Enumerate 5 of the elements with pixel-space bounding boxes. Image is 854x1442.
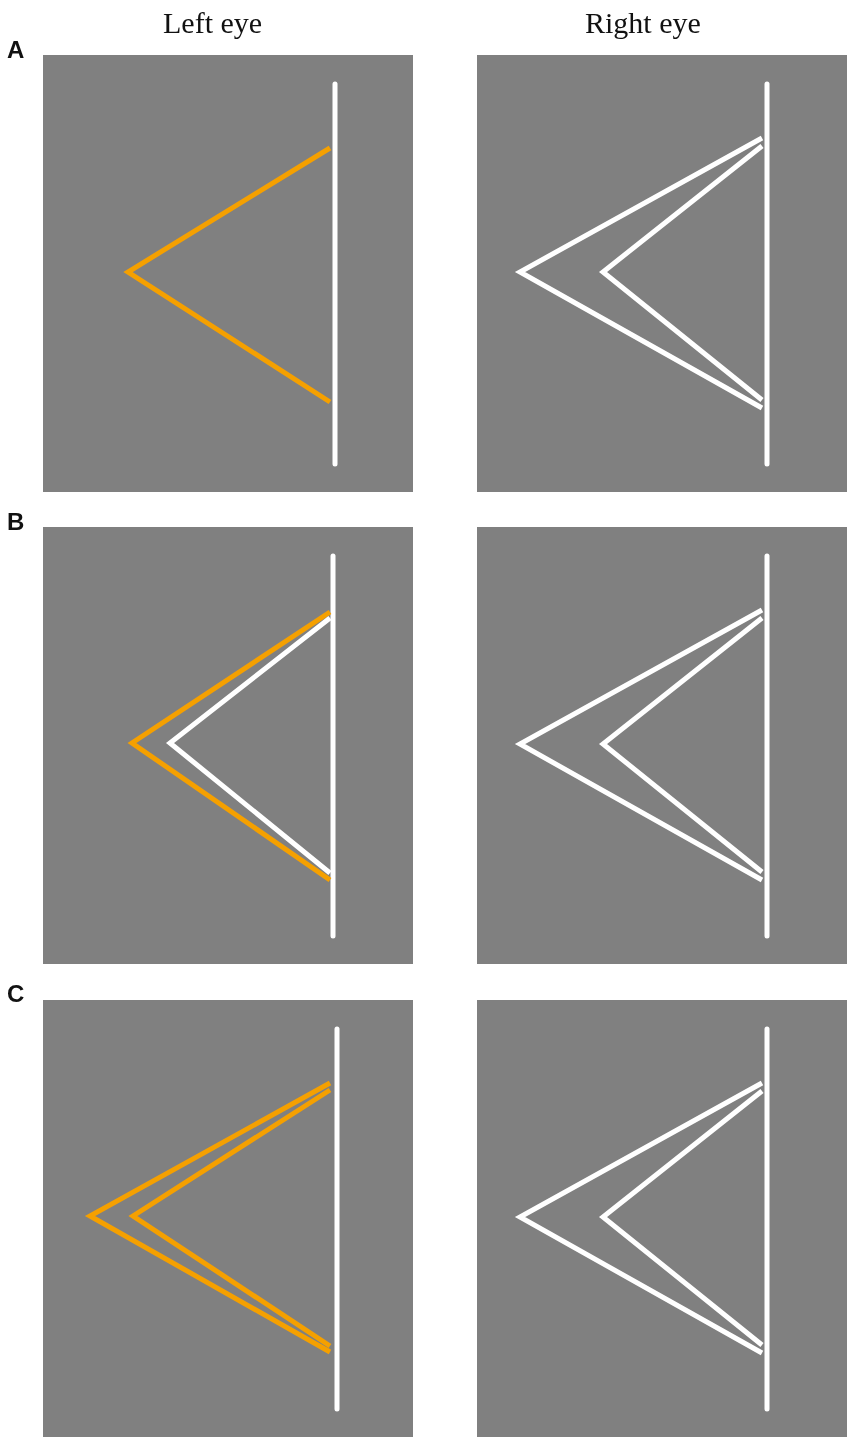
panel-letter: C <box>7 980 25 1008</box>
panel-letter: A <box>7 36 25 64</box>
column-heading: Left eye <box>163 6 263 40</box>
column-heading: Right eye <box>585 6 701 40</box>
panel-letter: B <box>7 508 25 536</box>
